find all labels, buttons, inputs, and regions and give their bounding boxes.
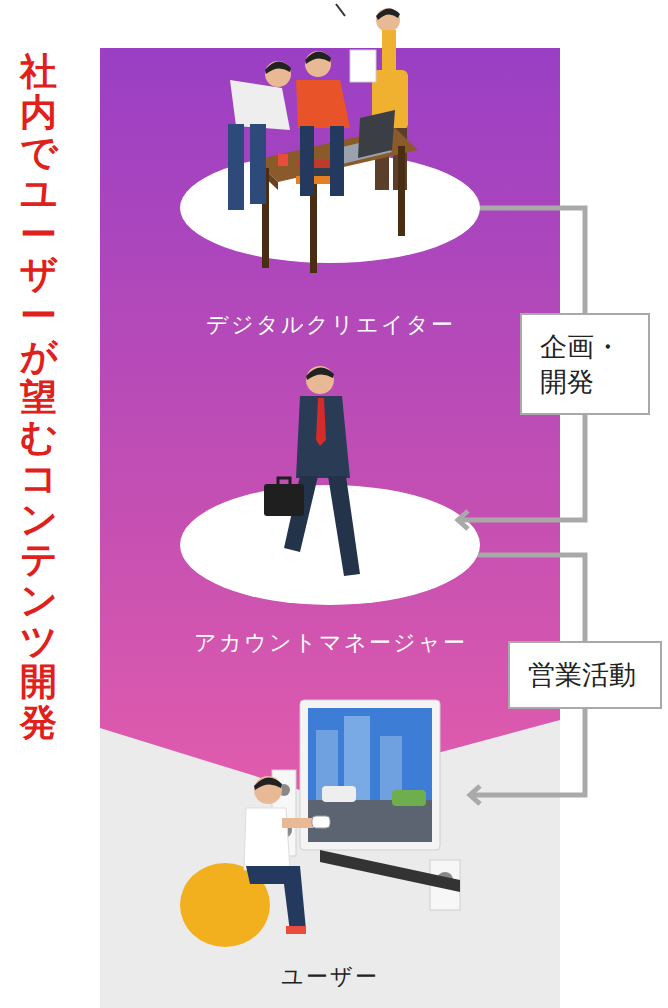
- role-label: アカウントマネージャー: [170, 628, 490, 658]
- creators-illustration: [180, 4, 480, 273]
- user-illustration: [180, 700, 460, 947]
- role-label: ユーザー: [170, 962, 490, 992]
- manager-illustration: [180, 366, 480, 605]
- edge-label: 企画・ 開発: [540, 329, 629, 399]
- edge-label: 営業活動: [528, 657, 641, 692]
- role-node: ユーザー: [170, 690, 490, 1000]
- edge-label-box: 企画・ 開発: [520, 313, 649, 415]
- role-node: アカウントマネージャー: [170, 480, 490, 660]
- gradient-band: [100, 48, 560, 1008]
- vertical-title: 社内でユーザーが望むコンテンツ開発: [20, 52, 57, 744]
- role-label: デジタルクリエイター: [170, 310, 490, 340]
- floor-area: [100, 720, 560, 1008]
- role-node: デジタルクリエイター: [170, 150, 490, 350]
- edge-label-box: 営業活動: [508, 641, 661, 708]
